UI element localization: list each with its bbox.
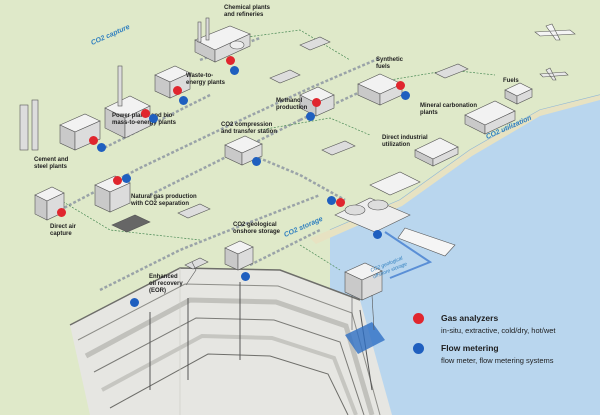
label-natural-gas: Natural gas production with CO2 separati… bbox=[131, 194, 197, 207]
label-methanol: Methanol production bbox=[276, 98, 308, 111]
flow-meter-marker bbox=[252, 157, 261, 166]
flow-meter-marker bbox=[373, 230, 382, 239]
flow-meter-marker bbox=[327, 196, 336, 205]
legend-gas-analyzer-icon bbox=[413, 313, 424, 324]
gas-analyzer-marker bbox=[312, 98, 321, 107]
gas-analyzer-marker bbox=[336, 198, 345, 207]
label-waste-to-energy: Waste-to- energy plants bbox=[186, 73, 226, 86]
label-fuels: Fuels bbox=[503, 78, 519, 84]
gas-analyzer-marker bbox=[396, 81, 405, 90]
gas-analyzer-marker bbox=[89, 136, 98, 145]
label-cement-steel: Cement and steel plants bbox=[34, 157, 69, 170]
flow-meter-marker bbox=[306, 112, 315, 121]
flow-meter-marker bbox=[230, 66, 239, 75]
gas-analyzer-marker bbox=[173, 86, 182, 95]
label-synthetic-fuels: Synthetic fuels bbox=[376, 57, 404, 70]
label-compression: CO2 compression and transfer station bbox=[221, 122, 278, 135]
label-direct-air-capture: Direct air capture bbox=[50, 224, 77, 237]
flow-meter-marker bbox=[130, 298, 139, 307]
flow-meter-marker bbox=[149, 114, 158, 123]
flow-meter-marker bbox=[241, 272, 250, 281]
legend-flow-meter-icon bbox=[413, 343, 424, 354]
legend-flow-title: Flow metering bbox=[441, 343, 499, 353]
flow-meter-marker bbox=[97, 143, 106, 152]
flow-meter-marker bbox=[179, 96, 188, 105]
label-eor: Enhanced oil recovery (EOR) bbox=[149, 274, 183, 294]
legend-gas-title: Gas analyzers bbox=[441, 313, 499, 323]
gas-analyzer-marker bbox=[57, 208, 66, 217]
gas-analyzer-marker bbox=[113, 176, 122, 185]
label-onshore-storage: CO2 geological onshore storage bbox=[233, 222, 281, 235]
label-chemical-plants: Chemical plants and refineries bbox=[224, 5, 271, 18]
gas-analyzer-marker bbox=[141, 109, 150, 118]
label-mineral-carbonation: Mineral carbonation plants bbox=[420, 103, 478, 116]
gas-analyzer-marker bbox=[226, 56, 235, 65]
flow-meter-marker bbox=[122, 174, 131, 183]
legend-flow-subtitle: flow meter, flow metering systems bbox=[441, 356, 554, 365]
flow-meter-marker bbox=[401, 91, 410, 100]
label-industrial-utilization: Direct industrial utilization bbox=[382, 135, 428, 148]
legend-gas-subtitle: in-situ, extractive, cold/dry, hot/wet bbox=[441, 326, 556, 335]
